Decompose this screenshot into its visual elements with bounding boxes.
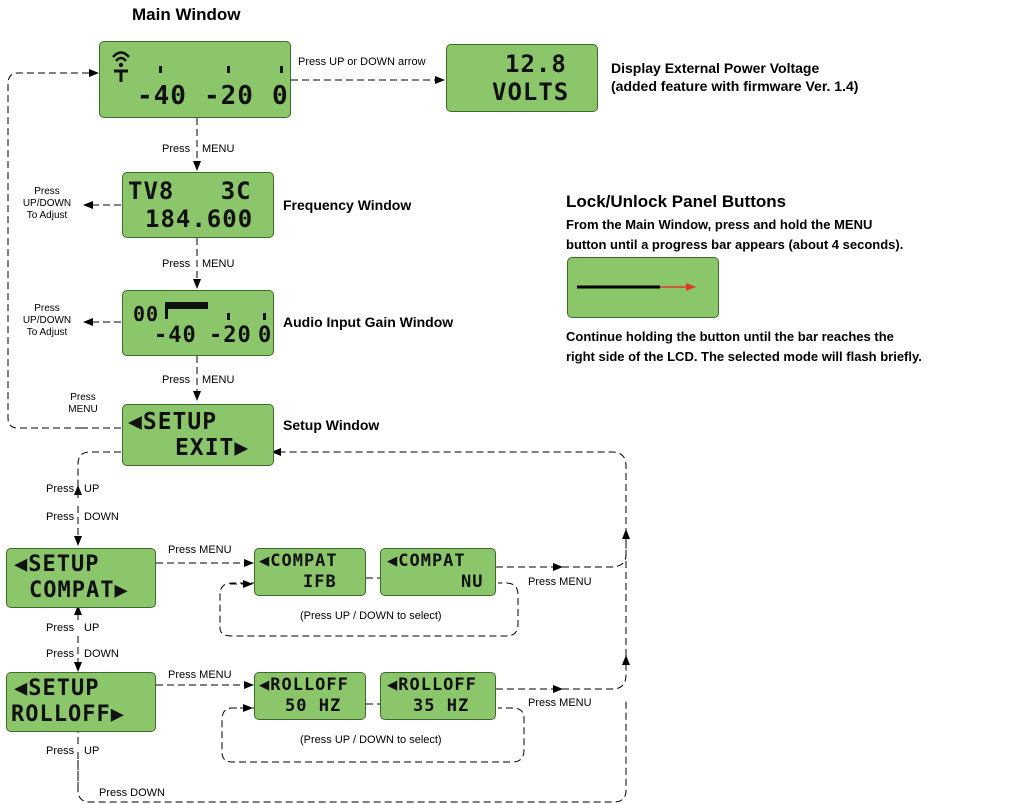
scale-minus-40: -40 (137, 81, 187, 111)
audio-gain-value: 00 (133, 302, 160, 326)
setup-line1: ◀SETUP (128, 409, 218, 435)
lock-text-line4: right side of the LCD. The selected mode… (566, 349, 922, 364)
press-up-down-label: Press UP or DOWN arrow (298, 56, 426, 68)
press-down-label: Press DOWN (99, 787, 165, 799)
press-menu-label: Press (162, 143, 191, 155)
audio-gain-window-label: Audio Input Gain Window (283, 314, 454, 330)
tick-mark (159, 66, 162, 73)
setup-rolloff-line1: ◀SETUP (14, 676, 100, 701)
press-up-label-up: UP (84, 622, 100, 634)
tick-mark (165, 309, 168, 319)
voltage-label-line1: Display External Power Voltage (611, 60, 820, 76)
voltage-lcd: 12.8 VOLTS (446, 44, 598, 112)
press-menu-label: Press (162, 258, 191, 270)
press-up-label: Press (46, 622, 75, 634)
press-down-label: Press (46, 648, 75, 660)
compat-ifb-line1: ◀COMPAT (259, 551, 338, 571)
voltage-value: 12.8 (505, 50, 567, 78)
setup-window-label: Setup Window (283, 417, 380, 433)
progress-bar (577, 283, 696, 291)
rolloff-press-menu-label: Press MENU (168, 669, 232, 681)
tick-mark (280, 66, 283, 73)
setup-rolloff-lcd: ◀SETUP ROLLOFF▶ (6, 672, 156, 732)
setup-lcd: ◀SETUP EXIT▶ (122, 404, 274, 466)
rolloff-35-line2: 35 HZ (413, 696, 470, 716)
compat-ifb-lcd: ◀COMPAT IFB (254, 548, 366, 596)
lock-text-line2: button until a progress bar appears (abo… (566, 237, 904, 252)
compat-select-loop (219, 582, 519, 637)
compat-nu-line1: ◀COMPAT (387, 551, 466, 571)
lock-text-line1: From the Main Window, press and hold the… (566, 217, 873, 232)
rolloff-50-line1: ◀ROLLOFF (259, 675, 349, 695)
right-return-column (271, 448, 627, 656)
voltage-label-line2: (added feature with firmware Ver. 1.4) (611, 78, 859, 94)
press-down-label-down: DOWN (84, 511, 119, 523)
frequency-window-label: Frequency Window (283, 197, 412, 213)
lock-text-line3: Continue holding the button until the ba… (566, 329, 894, 344)
press-down-label: Press (46, 511, 75, 523)
arrow-compat-return (496, 529, 630, 568)
setup-compat-line1: ◀SETUP (14, 552, 100, 577)
tick-mark (263, 313, 266, 320)
audio-gain-lcd: 00 -40 -20 0 (122, 290, 274, 356)
lock-heading: Lock/Unlock Panel Buttons (566, 192, 787, 211)
page-title: Main Window (132, 5, 241, 24)
compat-nu-lcd: ◀COMPAT NU (380, 548, 496, 596)
rolloff-return-line (496, 655, 630, 690)
compat-nu-line2: NU (461, 572, 484, 592)
scale-zero: 0 (272, 81, 289, 111)
return-loop-main (7, 69, 99, 429)
setup-line2: EXIT▶ (175, 435, 250, 461)
scale-minus-20: -20 (209, 323, 252, 348)
setup-compat-line2: COMPAT▶ (29, 578, 129, 603)
frequency-value: 184.600 (145, 205, 254, 233)
rolloff-50-lcd: ◀ROLLOFF 50 HZ (254, 672, 366, 720)
scale-zero: 0 (258, 323, 273, 348)
press-menu-label: Press (162, 374, 191, 386)
press-up-label: Press (46, 483, 75, 495)
audio-gain-bar (165, 302, 208, 309)
press-menu-label-menu: MENU (202, 143, 235, 155)
main-window-lcd: -40 -20 0 (99, 41, 291, 118)
press-up-label: Press (46, 745, 75, 757)
press-up-label-up: UP (84, 745, 100, 757)
frequency-lcd: TV8 3C 184.600 (122, 172, 274, 238)
compat-ifb-line2: IFB (303, 572, 337, 592)
scale-minus-20: -20 (204, 81, 254, 111)
tick-mark (227, 66, 230, 73)
scale-minus-40: -40 (154, 323, 197, 348)
voltage-unit: VOLTS (492, 78, 570, 106)
setup-to-compat-loop (77, 451, 121, 486)
compat-return-label: Press MENU (528, 576, 592, 588)
rolloff-35-line1: ◀ROLLOFF (387, 675, 477, 695)
rolloff-return-label: Press MENU (528, 697, 592, 709)
antenna-icon (112, 51, 130, 82)
press-down-label-down: DOWN (84, 648, 119, 660)
press-menu-label-menu: MENU (202, 258, 235, 270)
rolloff-35-lcd: ◀ROLLOFF 35 HZ (380, 672, 496, 720)
frequency-channel: TV8 3C (128, 177, 252, 205)
compat-press-menu-label: Press MENU (168, 544, 232, 556)
compat-select-label: (Press UP / DOWN to select) (300, 610, 442, 622)
rolloff-50-line2: 50 HZ (285, 696, 342, 716)
bottom-loop (77, 700, 627, 803)
setup-compat-lcd: ◀SETUP COMPAT▶ (6, 548, 156, 608)
press-up-label-up: UP (84, 483, 100, 495)
setup-rolloff-line2: ROLLOFF▶ (11, 702, 125, 727)
rolloff-select-loop (221, 707, 525, 763)
rolloff-select-label: (Press UP / DOWN to select) (300, 734, 442, 746)
tick-mark (227, 313, 230, 320)
press-menu-label-menu: MENU (202, 374, 235, 386)
